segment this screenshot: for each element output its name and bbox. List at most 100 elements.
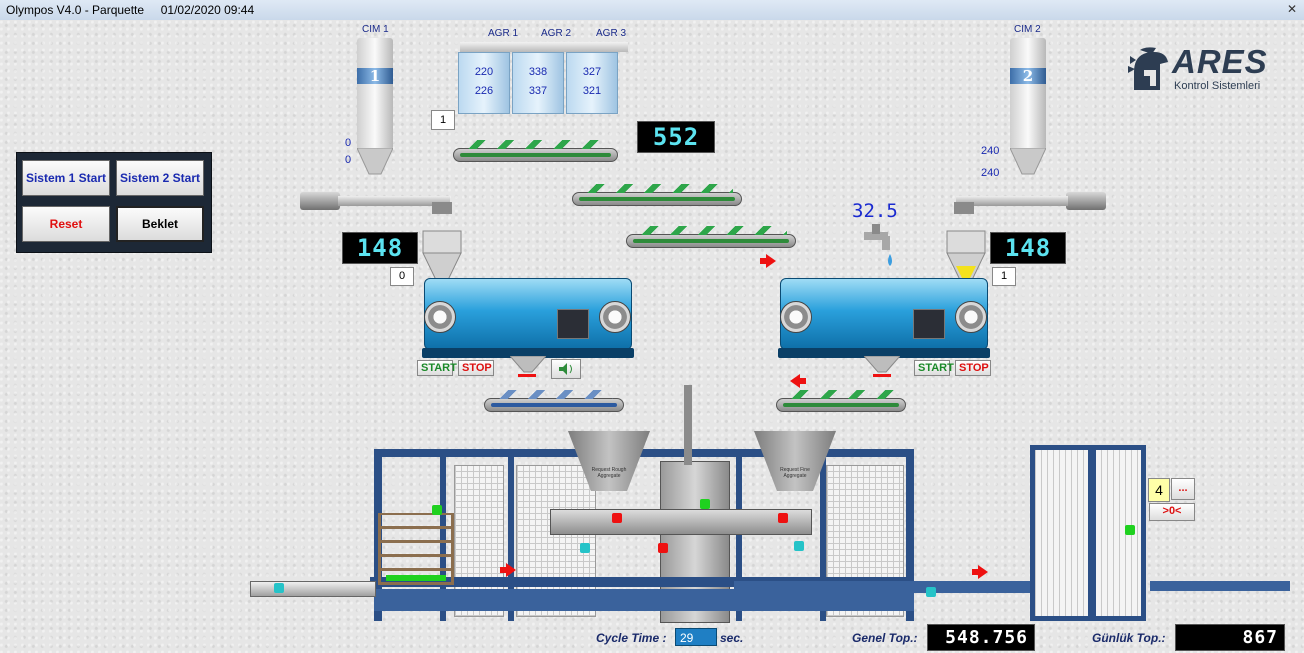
gunluk-total-display: 867: [1175, 624, 1285, 651]
machine-arrow-2: [972, 565, 988, 579]
brand-subtitle: Kontrol Sistemleri: [1174, 80, 1261, 92]
sensor-10: [1125, 525, 1135, 535]
title-bar: Olympos V4.0 - Parquette 01/02/2020 09:4…: [0, 0, 1304, 21]
gunluk-total-label: Günlük Top.:: [1092, 631, 1166, 645]
cim1-screw-conveyor: [300, 192, 454, 214]
cim1-label: CIM 1: [362, 24, 389, 35]
water-tap-icon: [864, 224, 892, 266]
water-value: 32.5: [852, 200, 898, 222]
cim1-weigh-hopper: [422, 230, 462, 281]
cim2-number: 2: [1022, 67, 1034, 85]
sensor-3: [612, 513, 622, 523]
agr3-bin: [566, 52, 618, 114]
sensor-7: [794, 541, 804, 551]
reset-button[interactable]: Reset: [22, 206, 110, 242]
aggregate-conveyor-2: [572, 184, 742, 206]
cim1-number: 1: [369, 67, 381, 85]
mixer1-indicator: [518, 374, 536, 377]
hopper-fine-label: Request Fine Aggregate: [780, 467, 810, 479]
outfeed-conveyor: [734, 581, 1034, 593]
agr1-label: AGR 1: [488, 28, 519, 39]
mixer1-logo-icon: [557, 309, 589, 339]
close-icon[interactable]: ✕: [1286, 2, 1298, 16]
cim2-band: [1010, 68, 1046, 84]
mixer1-start-button[interactable]: START: [417, 360, 457, 376]
agr3-value-top: 327: [582, 66, 602, 78]
aggregate-conveyor-1: [453, 140, 618, 162]
cycle-time-value: 29: [675, 628, 717, 646]
sistem1-start-button[interactable]: Sistem 1 Start: [22, 160, 110, 196]
cim1-silo: [357, 38, 393, 150]
control-panel: Sistem 1 Start Sistem 2 Start Reset Bekl…: [16, 152, 212, 253]
mixer2-motor-left-icon: [780, 301, 812, 333]
aggregate-conveyor-3: [626, 226, 796, 248]
sensor-5: [658, 543, 668, 553]
mixer2-discharge: [864, 356, 900, 373]
sensor-4: [778, 513, 788, 523]
cim1-scale-display: 148: [342, 232, 418, 264]
mixer1-motor-left-icon: [424, 301, 456, 333]
infeed-conveyor: [250, 581, 376, 597]
sensor-9: [926, 587, 936, 597]
mixer1-stop-button[interactable]: STOP: [458, 360, 494, 376]
cim1-value-1: 0: [345, 137, 352, 149]
sensor-8: [274, 583, 284, 593]
agr3-value-bottom: 321: [582, 85, 602, 97]
cim2-silo: [1010, 38, 1046, 150]
mixer2-indicator: [873, 374, 891, 377]
mixer1-motor-right-icon: [599, 301, 631, 333]
flow-arrow-left: [790, 374, 806, 388]
genel-total-display: 548.756: [927, 624, 1035, 651]
mixer1-discharge: [510, 356, 546, 373]
agr1-value-bottom: 226: [474, 85, 494, 97]
aggregate-bins: AGR 1 AGR 2 AGR 3 220 226 338 337 327 32…: [458, 28, 638, 123]
mixer-1: [422, 278, 634, 358]
mixer-2: [778, 278, 990, 358]
aggregate-scale-display: 552: [637, 121, 715, 153]
sensor-2: [700, 499, 710, 509]
agr2-label: AGR 2: [541, 28, 572, 39]
ares-logo: ARES Kontrol Sistemleri: [1126, 44, 1276, 96]
agr1-value-top: 220: [474, 66, 494, 78]
pallet-stack: [378, 513, 454, 585]
sensor-6: [580, 543, 590, 553]
mixer2-output-conveyor: [776, 390, 906, 412]
cycle-time-label: Cycle Time :: [596, 631, 667, 645]
helmet-icon: [1128, 47, 1168, 90]
cim1-cone: [357, 148, 393, 175]
mixer2-logo-icon: [913, 309, 945, 339]
cim2-value-1: 240: [981, 145, 1000, 157]
mixer1-output-conveyor: [484, 390, 624, 412]
beklet-button[interactable]: Beklet: [116, 206, 204, 242]
sistem2-start-button[interactable]: Sistem 2 Start: [116, 160, 204, 196]
cim1-box: 0: [390, 267, 414, 286]
stack-zero-button[interactable]: >0<: [1149, 503, 1195, 521]
brand-name: ARES: [1172, 43, 1268, 80]
mixer2-start-button[interactable]: START: [914, 360, 954, 376]
agr1-bin: [458, 52, 510, 114]
agr2-value-bottom: 337: [528, 85, 548, 97]
cim2-scale-display: 148: [990, 232, 1066, 264]
machine-arrow-1: [500, 563, 516, 577]
cim2-screw-conveyor: [952, 192, 1106, 214]
agr2-value-top: 338: [528, 66, 548, 78]
cim2-box: 1: [992, 267, 1016, 286]
aggregate-box: 1: [431, 110, 455, 130]
flow-arrow-right: [760, 254, 776, 268]
stack-more-button[interactable]: ...: [1171, 478, 1195, 500]
cim1-band: [357, 68, 393, 84]
window-title: Olympos V4.0 - Parquette 01/02/2020 09:4…: [6, 3, 255, 17]
cycle-time-unit: sec.: [720, 631, 744, 645]
cim1-value-2: 0: [345, 154, 352, 166]
mixer2-stop-button[interactable]: STOP: [955, 360, 991, 376]
agr2-bin: [512, 52, 564, 114]
genel-total-label: Genel Top.:: [852, 631, 918, 645]
cim2-cone: [1010, 148, 1046, 175]
cim2-label: CIM 2: [1014, 24, 1041, 35]
block-machine: Request Rough Aggregate Request Fine Agg…: [250, 385, 1295, 625]
stack-counter: 4: [1148, 478, 1170, 502]
speaker-icon[interactable]: [551, 359, 581, 379]
hopper-rough-label: Request Rough Aggregate: [591, 467, 627, 479]
cim2-weigh-hopper: [946, 230, 986, 281]
sensor-1: [432, 505, 442, 515]
